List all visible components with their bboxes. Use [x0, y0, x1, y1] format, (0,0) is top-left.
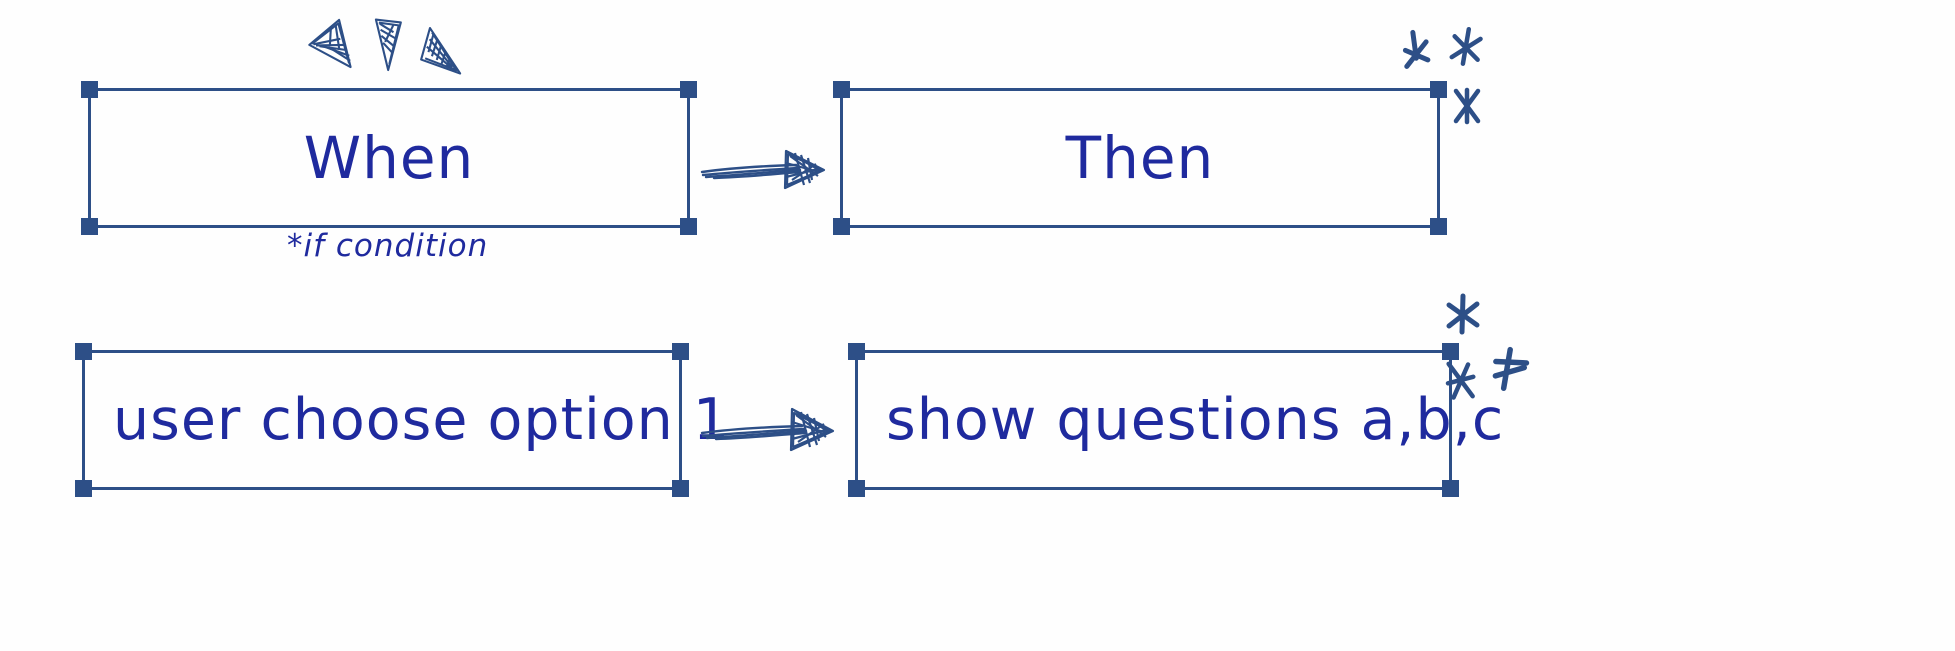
show-questions-shape[interactable]: show questions a,b,c	[848, 343, 1505, 497]
sparkle-doodle-icon	[1449, 26, 1483, 66]
ray-doodle-icon	[420, 26, 462, 75]
sparkle-doodle	[1483, 341, 1534, 401]
resize-handle-bottom-left[interactable]	[848, 480, 865, 497]
resize-handle-top-right[interactable]	[1442, 343, 1459, 360]
arrow-condition-to-result[interactable]	[700, 395, 855, 469]
if-condition-annotation[interactable]: *if condition	[287, 228, 489, 264]
when-shape[interactable]: When	[81, 81, 697, 235]
sparkle-doodle-icon	[1453, 87, 1481, 125]
sparkle-doodle	[1450, 86, 1484, 130]
sparkle-doodle-icon	[1492, 346, 1530, 391]
user-choose-option-shape-label: user choose option 1	[113, 387, 731, 453]
ray-doodle	[370, 15, 406, 76]
sparkle-doodle-icon	[1446, 293, 1480, 335]
arrow-icon	[700, 149, 826, 190]
sparkle-doodle	[1445, 24, 1487, 75]
sparkle-doodle-icon	[1402, 29, 1431, 69]
user-choose-option-shape[interactable]: user choose option 1	[75, 343, 731, 497]
resize-handle-bottom-right[interactable]	[1430, 218, 1447, 235]
resize-handle-top-left[interactable]	[848, 343, 865, 360]
resize-handle-top-right[interactable]	[680, 81, 697, 98]
sparkle-doodle	[1444, 292, 1482, 340]
resize-handle-top-left[interactable]	[833, 81, 850, 98]
arrow-when-to-then[interactable]	[700, 135, 840, 209]
sparkle-doodle	[1393, 25, 1440, 80]
ray-doodle-icon	[308, 18, 352, 69]
ray-doodle-icon	[374, 18, 402, 72]
resize-handle-bottom-left[interactable]	[81, 218, 98, 235]
resize-handle-bottom-left[interactable]	[833, 218, 850, 235]
resize-handle-top-left[interactable]	[75, 343, 92, 360]
resize-handle-top-left[interactable]	[81, 81, 98, 98]
resize-handle-bottom-right[interactable]	[680, 218, 697, 235]
sparkle-doodle	[1440, 355, 1482, 408]
when-shape-label: When	[303, 124, 475, 192]
resize-handle-bottom-left[interactable]	[75, 480, 92, 497]
resize-handle-bottom-right[interactable]	[672, 480, 689, 497]
arrow-icon	[700, 407, 835, 452]
sparkle-doodle-icon	[1445, 361, 1476, 400]
ray-doodle	[301, 15, 366, 85]
then-shape[interactable]: Then	[833, 81, 1447, 235]
resize-handle-top-right[interactable]	[672, 343, 689, 360]
resize-handle-bottom-right[interactable]	[1442, 480, 1459, 497]
show-questions-shape-label: show questions a,b,c	[886, 387, 1505, 453]
ray-doodle	[410, 20, 479, 86]
then-shape-label: Then	[1065, 124, 1215, 192]
resize-handle-top-right[interactable]	[1430, 81, 1447, 98]
